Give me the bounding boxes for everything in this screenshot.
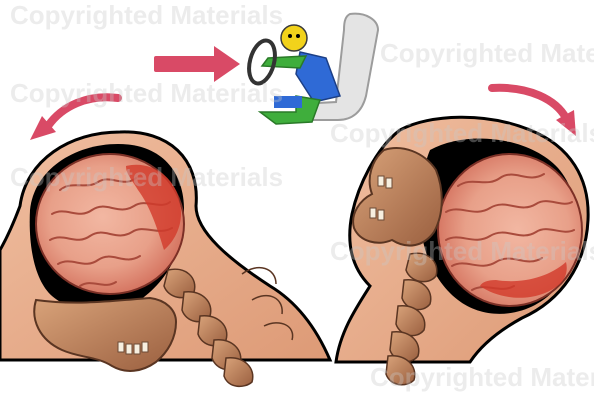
dummy-thigh bbox=[274, 96, 302, 108]
steering-wheel bbox=[245, 38, 280, 87]
right-face-skull bbox=[353, 148, 442, 246]
straight-arrow-right-icon bbox=[154, 46, 240, 82]
right-head-extension bbox=[336, 117, 588, 385]
dummy-arm bbox=[262, 56, 306, 68]
left-head-flexion bbox=[0, 132, 330, 386]
crash-test-dummy bbox=[245, 14, 378, 124]
dummy-head bbox=[281, 25, 307, 51]
